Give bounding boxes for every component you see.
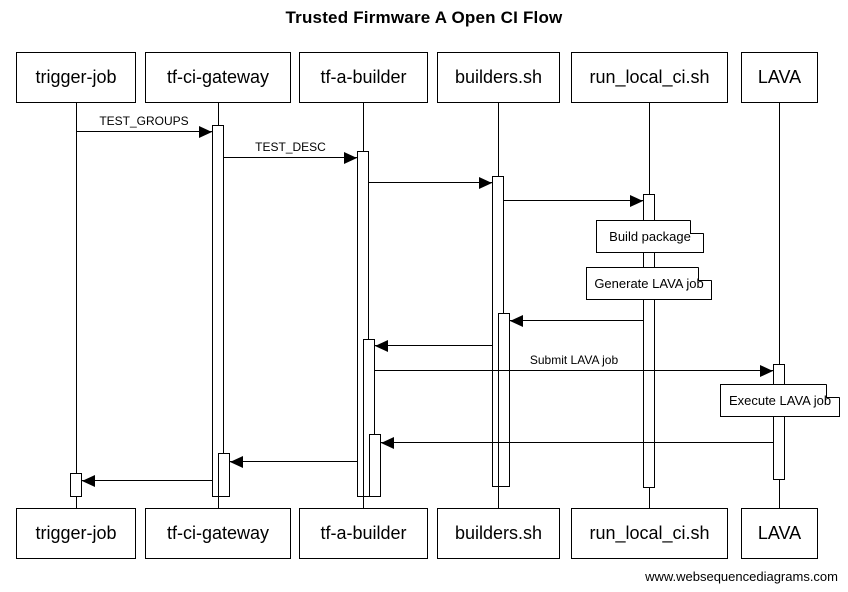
participant-label: tf-ci-gateway bbox=[166, 67, 270, 87]
activation-bar-tf-ci-gateway bbox=[212, 125, 224, 497]
participant-label: tf-a-builder bbox=[320, 67, 407, 87]
participant-box-tf-a-builder-bottom: tf-a-builder bbox=[299, 508, 428, 559]
message-arrowhead-m4 bbox=[630, 194, 643, 207]
message-arrowhead-m7 bbox=[760, 364, 773, 377]
message-label-m1: TEST_GROUPS bbox=[99, 114, 189, 128]
participant-box-builders-sh-top: builders.sh bbox=[437, 52, 560, 103]
message-line-m6 bbox=[375, 345, 492, 347]
activation-bar-trigger-job bbox=[70, 473, 82, 497]
participant-label: tf-ci-gateway bbox=[166, 523, 270, 543]
lifeline-trigger-job bbox=[76, 103, 77, 508]
message-arrowhead-m3 bbox=[479, 176, 492, 189]
participant-box-tf-ci-gateway-top: tf-ci-gateway bbox=[145, 52, 291, 103]
footer-attribution: www.websequencediagrams.com bbox=[645, 569, 838, 584]
message-line-m9 bbox=[230, 461, 357, 463]
message-line-m3 bbox=[369, 182, 492, 184]
message-line-m1 bbox=[76, 131, 212, 133]
participant-box-tf-a-builder-top: tf-a-builder bbox=[299, 52, 428, 103]
message-arrowhead-m5 bbox=[510, 314, 523, 327]
participant-label: tf-a-builder bbox=[320, 523, 407, 543]
lifeline-lava bbox=[779, 103, 780, 508]
participant-label: trigger-job bbox=[35, 67, 117, 87]
note-n3: Execute LAVA job bbox=[720, 383, 841, 417]
message-arrowhead-m8 bbox=[381, 436, 394, 449]
participant-label: trigger-job bbox=[35, 523, 117, 543]
message-line-m5 bbox=[510, 320, 643, 322]
participant-box-lava-bottom: LAVA bbox=[741, 508, 818, 559]
message-label-m7: Submit LAVA job bbox=[529, 353, 619, 367]
participant-label: builders.sh bbox=[454, 523, 543, 543]
note-n1: Build package bbox=[596, 219, 705, 253]
note-n2: Generate LAVA job bbox=[586, 266, 713, 300]
participant-box-trigger-job-top: trigger-job bbox=[16, 52, 136, 103]
message-arrowhead-m2 bbox=[344, 151, 357, 164]
message-line-m10 bbox=[82, 480, 212, 482]
activation-bar-builders-sh bbox=[498, 313, 510, 487]
message-arrowhead-m6 bbox=[375, 339, 388, 352]
message-arrowhead-m10 bbox=[82, 474, 95, 487]
message-arrowhead-m9 bbox=[230, 455, 243, 468]
activation-bar-tf-a-builder bbox=[369, 434, 381, 497]
page-title: Trusted Firmware A Open CI Flow bbox=[285, 8, 563, 27]
participant-box-run-local-ci-sh-bottom: run_local_ci.sh bbox=[571, 508, 728, 559]
participant-label: run_local_ci.sh bbox=[589, 523, 710, 543]
activation-bar-tf-ci-gateway bbox=[218, 453, 230, 497]
participant-box-builders-sh-bottom: builders.sh bbox=[437, 508, 560, 559]
note-text: Execute LAVA job bbox=[728, 393, 832, 408]
participant-label: LAVA bbox=[757, 67, 802, 87]
note-text: Build package bbox=[609, 229, 691, 244]
participant-label: builders.sh bbox=[454, 67, 543, 87]
participant-box-tf-ci-gateway-bottom: tf-ci-gateway bbox=[145, 508, 291, 559]
message-arrowhead-m1 bbox=[199, 125, 212, 138]
message-line-m4 bbox=[504, 200, 643, 202]
message-label-m2: TEST_DESC bbox=[255, 140, 326, 154]
activation-bar-lava bbox=[773, 364, 785, 480]
participant-box-lava-top: LAVA bbox=[741, 52, 818, 103]
message-line-m7 bbox=[375, 370, 773, 372]
note-text: Generate LAVA job bbox=[594, 276, 704, 291]
message-line-m2 bbox=[224, 157, 357, 159]
participant-label: LAVA bbox=[757, 523, 802, 543]
message-line-m8 bbox=[381, 442, 773, 444]
participant-box-run-local-ci-sh-top: run_local_ci.sh bbox=[571, 52, 728, 103]
participant-label: run_local_ci.sh bbox=[589, 67, 710, 87]
participant-box-trigger-job-bottom: trigger-job bbox=[16, 508, 136, 559]
